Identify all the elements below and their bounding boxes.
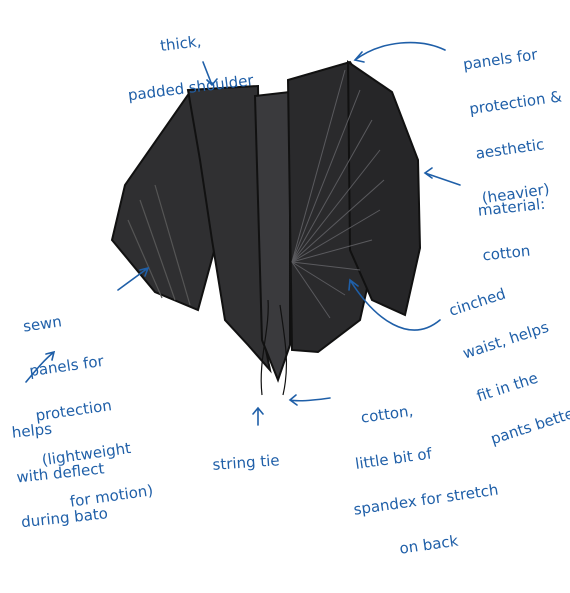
note-deflect-line-3: during bato [21, 506, 110, 530]
note-panels-line-1: panels for [462, 45, 556, 73]
note-cotton-line-3: spandex for stretch [353, 483, 500, 518]
note-cinched-line-4: pants better [489, 404, 570, 447]
note-cinched-line-3: fit in the [475, 362, 568, 405]
note-string-tie: string tie [210, 423, 282, 502]
sketch-canvas: thick, padded shoulder panels for protec… [0, 0, 570, 456]
note-string-tie-line-1: string tie [212, 453, 280, 473]
note-sewn-line-2: panels for [28, 350, 135, 380]
note-sewn-line-1: sewn [22, 305, 129, 335]
note-shoulder-line-2: padded shoulder [127, 73, 254, 103]
note-deflect-line-1: helps [11, 417, 100, 441]
note-cinched-line-1: cinched [447, 276, 540, 319]
note-deflect-line-2: with deflect [16, 461, 105, 485]
note-panels-line-2: protection & [468, 89, 562, 117]
note-shoulder-line-1: thick, [122, 28, 249, 58]
note-cotton-line-1: cotton, [340, 393, 487, 428]
note-deflect: helps with deflect during bato [8, 387, 113, 560]
note-shoulder: thick, padded shoulder [118, 0, 258, 133]
note-cotton-back: cotton, little bit of spandex for stretc… [336, 364, 510, 592]
note-cotton-line-4: on back [359, 527, 506, 562]
note-panels-line-3: aesthetic [475, 134, 569, 162]
note-cinched-line-2: waist, helps [461, 319, 554, 362]
note-material-line-1: material: [477, 197, 546, 219]
